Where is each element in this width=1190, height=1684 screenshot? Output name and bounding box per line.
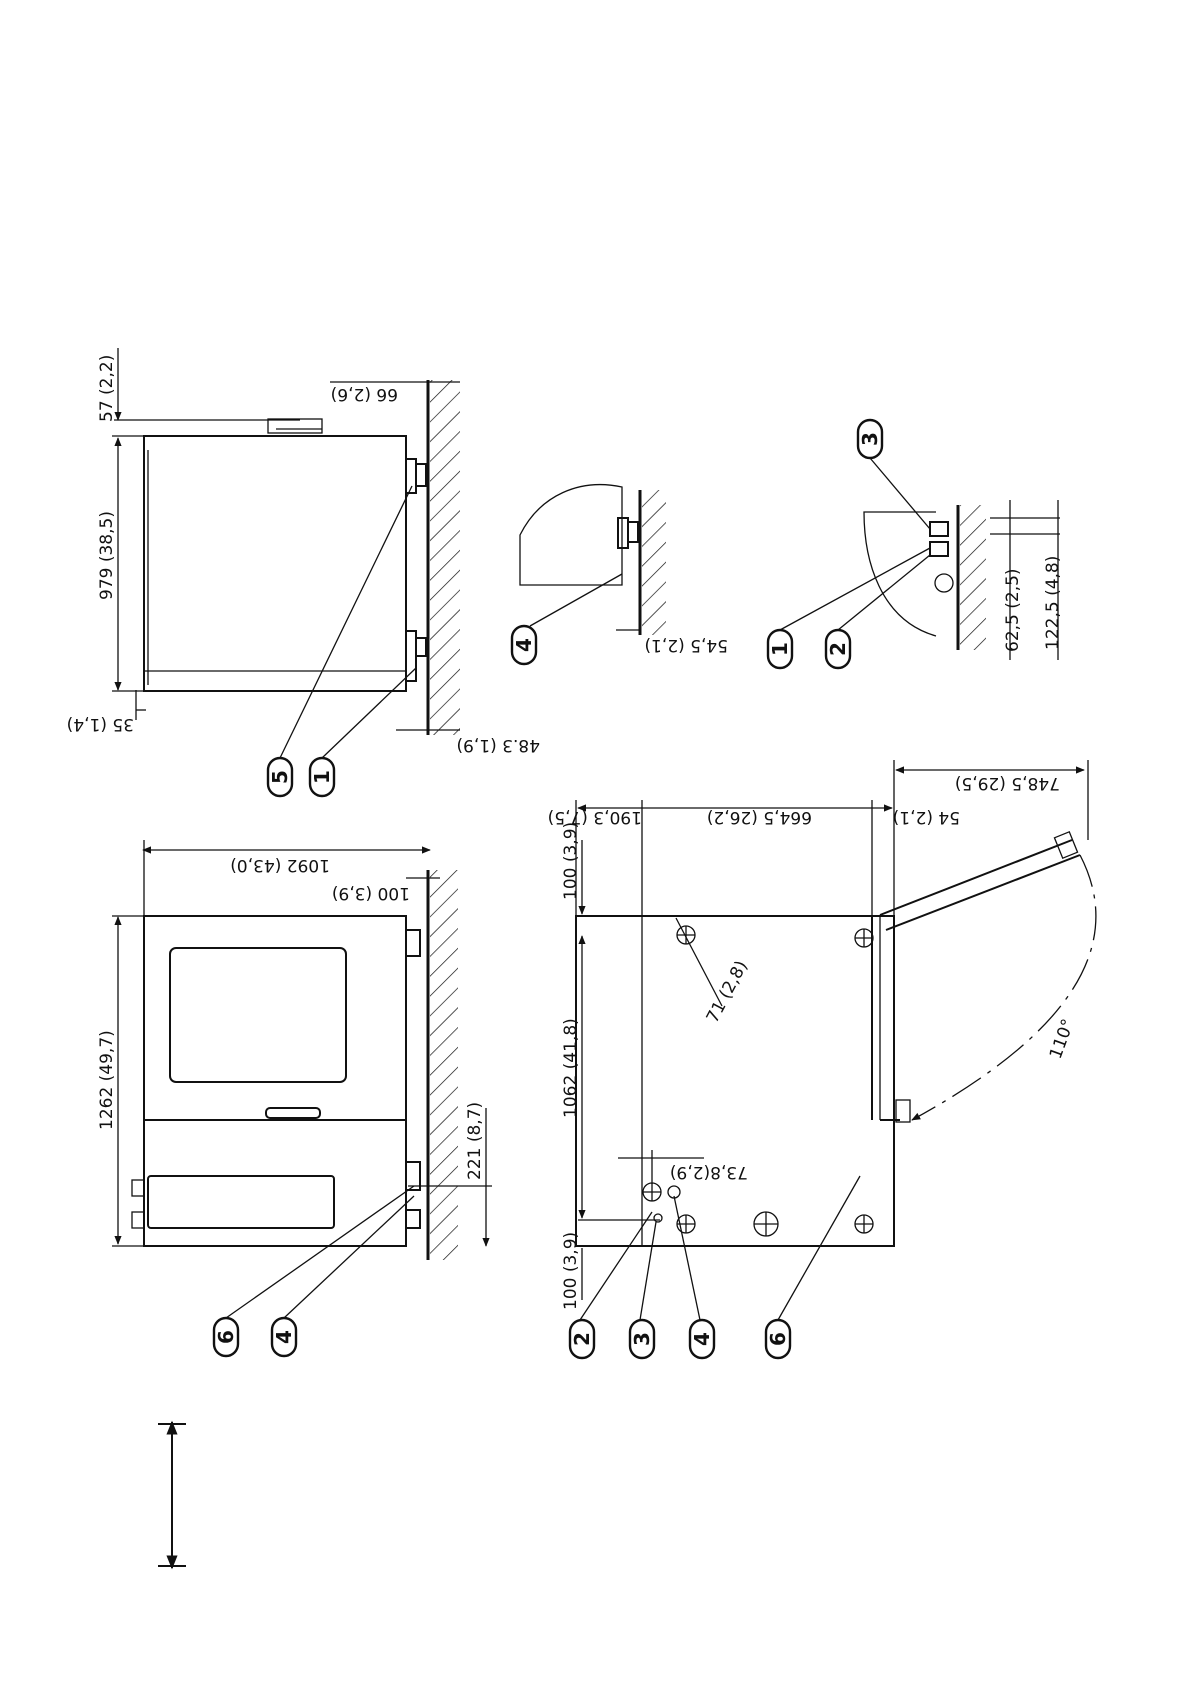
svg-text:4: 4 — [690, 1332, 714, 1346]
dim-100-top: 100 (3,9) — [332, 883, 410, 903]
dim-57: 57 (2,2) — [97, 355, 117, 422]
callout-2: 2 — [570, 1320, 594, 1358]
angle-110: 110° — [1046, 1016, 1079, 1061]
svg-text:5: 5 — [268, 770, 292, 784]
side-view: 57 (2,2) 979 (38,5) 35 (1,4) 66 (2,6) 48… — [67, 348, 540, 758]
svg-text:4: 4 — [272, 1330, 296, 1344]
dim-979: 979 (38,5) — [97, 511, 117, 600]
callout-4: 4 — [272, 1318, 296, 1356]
plan-view: 110° 190,3 (7,5) 664,5 (26,2) 54 (2,1) 7… — [548, 760, 1096, 1320]
svg-text:3: 3 — [630, 1332, 654, 1346]
dim-122-5: 122,5 (4,8) — [1043, 556, 1063, 650]
svg-text:2: 2 — [826, 642, 850, 656]
dim-748-5: 748,5 (29,5) — [955, 773, 1060, 793]
dim-664-5: 664,5 (26,2) — [707, 807, 812, 827]
callout-1: 1 — [310, 758, 334, 796]
callout-3: 3 — [858, 420, 882, 458]
dim-66: 66 (2,6) — [331, 384, 398, 404]
dim-100-right: 100 (3,9) — [561, 822, 581, 900]
svg-text:2: 2 — [570, 1332, 594, 1346]
cabinet-side-body — [144, 436, 406, 691]
dim-1062: 1062 (41,8) — [561, 1018, 581, 1118]
svg-text:1: 1 — [310, 770, 334, 784]
callout-6: 6 — [766, 1320, 790, 1358]
dim-54: 54 (2,1) — [893, 807, 960, 827]
dim-54-5: 54,5 (2,1) — [644, 635, 728, 655]
callout-4: 4 — [512, 626, 536, 664]
handle — [266, 1108, 320, 1118]
dim-1262: 1262 (49,7) — [97, 1030, 117, 1130]
detail-view-4: 54,5 (2,1) — [520, 485, 728, 655]
svg-text:6: 6 — [766, 1332, 790, 1346]
svg-text:6: 6 — [214, 1330, 238, 1344]
callout-1: 1 — [768, 630, 792, 668]
dim-71: 71 (2,8) — [703, 957, 752, 1026]
detail-view-1-2-3: 62,5 (2,5) 122,5 (4,8) — [780, 458, 1063, 660]
dim-35: 35 (1,4) — [67, 714, 134, 734]
dim-73-8: 73,8(2,9) — [670, 1162, 748, 1182]
dim-1092: 1092 (43,0) — [230, 855, 330, 875]
callout-3: 3 — [630, 1320, 654, 1358]
callout-6: 6 — [214, 1318, 238, 1356]
callout-4: 4 — [690, 1320, 714, 1358]
callout-5: 5 — [268, 758, 292, 796]
svg-text:1: 1 — [768, 642, 792, 656]
svg-text:3: 3 — [858, 432, 882, 446]
dim-100-left: 100 (3,9) — [561, 1232, 581, 1310]
front-view: 1092 (43,0) 100 (3,9) 1262 (49,7) 221 (8… — [97, 840, 492, 1318]
callout-2: 2 — [826, 630, 850, 668]
dim-48-3: 48.3 (1,9) — [456, 735, 540, 755]
door-open — [880, 840, 1072, 915]
svg-text:4: 4 — [512, 638, 536, 652]
dim-62-5: 62,5 (2,5) — [1003, 568, 1023, 652]
window — [170, 948, 346, 1082]
dim-221: 221 (8,7) — [465, 1102, 485, 1180]
